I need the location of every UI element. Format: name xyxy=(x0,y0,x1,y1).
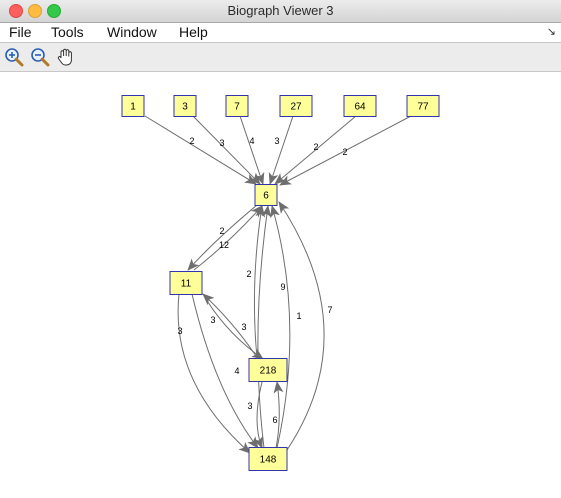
edge-n11-n148[interactable] xyxy=(191,293,259,449)
edge-n148-n6[interactable] xyxy=(257,205,272,449)
graph-node-11[interactable]: 11 xyxy=(169,271,203,295)
menu-bar: File Tools Window Help ↘ xyxy=(0,23,561,43)
edge-weight-label: 4 xyxy=(249,136,254,146)
edge-weight-label: 3 xyxy=(219,138,224,148)
title-bar: Biograph Viewer 3 xyxy=(0,0,561,23)
graph-node-3[interactable]: 3 xyxy=(173,95,197,117)
node-label: 64 xyxy=(354,102,366,113)
node-box[interactable] xyxy=(406,95,440,117)
close-window-button[interactable] xyxy=(9,4,23,18)
node-box[interactable] xyxy=(225,95,249,117)
edge-n11-n148[interactable] xyxy=(177,293,251,454)
menu-window[interactable]: Window xyxy=(107,24,157,40)
graph-node-64[interactable]: 64 xyxy=(343,95,377,117)
edge-weight-label: 3 xyxy=(210,315,215,325)
edge-n7-n6[interactable] xyxy=(239,115,265,185)
window-title: Biograph Viewer 3 xyxy=(227,3,334,18)
edge-weight-label: 2 xyxy=(189,136,194,146)
edge-weight-label: 4 xyxy=(234,366,239,376)
node-box[interactable] xyxy=(248,447,288,471)
edge-weight-label: 2 xyxy=(246,269,251,279)
node-label: 148 xyxy=(260,455,277,466)
node-label: 1 xyxy=(130,102,136,113)
edge-weight-label: 1 xyxy=(296,311,301,321)
zoom-out-icon[interactable] xyxy=(29,46,51,68)
edge-weight-label: 2 xyxy=(219,226,224,236)
node-box[interactable] xyxy=(279,95,313,117)
node-box[interactable] xyxy=(173,95,197,117)
edge-weight-label: 7 xyxy=(327,305,332,315)
edge-weight-label: 3 xyxy=(177,326,182,336)
edge-n148-n218[interactable] xyxy=(273,381,284,449)
edge-weight-label: 12 xyxy=(219,240,229,250)
zoom-window-button[interactable] xyxy=(47,4,61,18)
edge-n148-n6[interactable] xyxy=(270,205,291,449)
menu-tools[interactable]: Tools xyxy=(51,24,84,40)
edge-weight-label: 3 xyxy=(247,401,252,411)
edge-weight-label: 2 xyxy=(342,147,347,157)
menu-help[interactable]: Help xyxy=(179,24,208,40)
node-label: 27 xyxy=(290,102,302,113)
hand-pan-icon[interactable] xyxy=(55,46,77,68)
graph-node-77[interactable]: 77 xyxy=(406,95,440,117)
edge-n6-n11[interactable] xyxy=(187,204,258,271)
edge-weight-label: 6 xyxy=(272,415,277,425)
edge-n27-n6[interactable] xyxy=(268,115,294,185)
menu-file[interactable]: File xyxy=(9,24,32,40)
edge-weight-label: 3 xyxy=(274,136,279,146)
edge-n64-n6[interactable] xyxy=(274,115,357,185)
edge-n218-n11[interactable] xyxy=(202,293,259,360)
node-label: 3 xyxy=(182,102,188,113)
graph-node-27[interactable]: 27 xyxy=(279,95,313,117)
graph-node-7[interactable]: 7 xyxy=(225,95,249,117)
graph-node-6[interactable]: 6 xyxy=(254,184,278,206)
edge-n1-n6[interactable] xyxy=(144,115,257,185)
edge-weight-label: 9 xyxy=(280,282,285,292)
node-box[interactable] xyxy=(169,271,203,295)
node-box[interactable] xyxy=(254,184,278,206)
node-box[interactable] xyxy=(121,95,145,117)
edge-n11-n6[interactable] xyxy=(193,205,263,271)
graph-node-1[interactable]: 1 xyxy=(121,95,145,117)
toolbar xyxy=(0,43,561,72)
edge-n218-n6[interactable] xyxy=(253,205,266,360)
node-box[interactable] xyxy=(248,358,288,382)
edge-n148-n6[interactable] xyxy=(278,201,325,451)
node-label: 218 xyxy=(260,366,277,377)
node-label: 77 xyxy=(417,102,429,113)
zoom-in-icon[interactable] xyxy=(3,46,25,68)
edge-n77-n6[interactable] xyxy=(279,115,412,186)
edge-weight-label: 2 xyxy=(313,142,318,152)
node-label: 6 xyxy=(263,191,269,202)
edge-weight-label: 3 xyxy=(241,322,246,332)
graph-node-148[interactable]: 148 xyxy=(248,447,288,471)
edge-n3-n6[interactable] xyxy=(192,115,261,185)
node-label: 7 xyxy=(234,102,240,113)
minimize-window-button[interactable] xyxy=(28,4,42,18)
node-label: 11 xyxy=(181,279,192,290)
graph-node-218[interactable]: 218 xyxy=(248,358,288,382)
node-box[interactable] xyxy=(343,95,377,117)
dock-arrow-icon[interactable]: ↘ xyxy=(546,26,556,38)
edge-n218-n148[interactable] xyxy=(253,381,263,449)
